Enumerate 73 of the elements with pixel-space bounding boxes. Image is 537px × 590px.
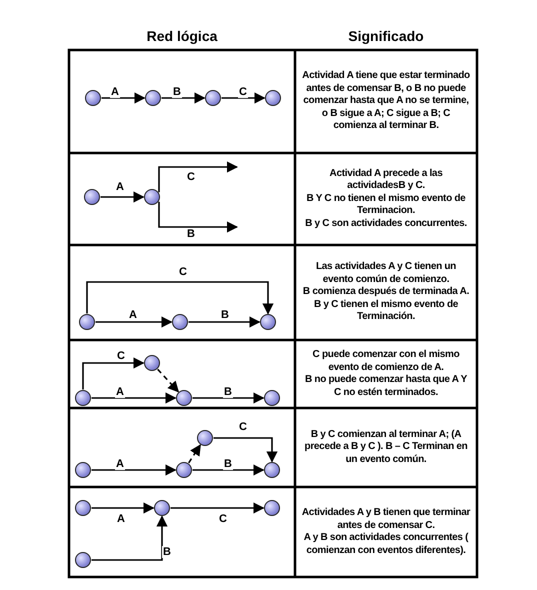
edge-label: A — [110, 86, 120, 98]
edge-label: B — [186, 228, 196, 240]
edge-label: A — [115, 386, 125, 398]
arrow — [188, 316, 261, 328]
edge-label: C — [178, 266, 188, 278]
arrow — [82, 357, 145, 390]
edge-label: C — [218, 513, 228, 525]
description-text: A y B son actividades concurrentes ( comienzan con eventos diferentes). — [302, 532, 470, 557]
arrow — [92, 392, 177, 404]
edge-label: B — [172, 86, 182, 98]
column-header: Red lógica — [146, 28, 218, 44]
arrow — [170, 502, 265, 514]
arrow — [158, 202, 238, 233]
arrow — [162, 92, 206, 104]
event-circle — [204, 90, 220, 106]
event-circle — [74, 462, 90, 478]
edge-label: A — [115, 181, 125, 193]
event-circle — [172, 314, 188, 330]
event-circle — [78, 314, 94, 330]
description-text: B no puede comenzar hasta que A Y C no estén terminados. — [304, 374, 468, 399]
event-circle — [84, 188, 100, 204]
arrow — [188, 444, 201, 464]
arrow — [96, 316, 173, 328]
arrow — [92, 515, 168, 561]
arrow — [214, 437, 278, 463]
arrow — [102, 92, 146, 104]
description-text: Actividad A precede a las actividadesB y C. — [328, 168, 444, 193]
event-circle — [176, 390, 192, 406]
event-circle — [264, 500, 280, 516]
arrow — [100, 191, 145, 203]
edge-label: C — [238, 86, 248, 98]
arrow — [92, 464, 177, 476]
event-circle — [154, 500, 170, 516]
edge-label: B — [223, 386, 233, 398]
edge-label: B — [223, 458, 233, 470]
column-header: Significado — [348, 28, 424, 44]
event-circle — [176, 462, 192, 478]
event-circle — [264, 90, 280, 106]
arrow — [92, 502, 155, 514]
event-circle — [264, 462, 280, 478]
arrow — [158, 161, 238, 192]
edge-label: B — [220, 309, 230, 321]
event-circle — [74, 500, 90, 516]
edge-label: C — [238, 421, 248, 433]
edge-label: C — [116, 350, 126, 362]
description-text: B y C comienzan al terminar A; (A precede a B y C ). B – C Terminan en un evento común. — [304, 428, 468, 466]
event-circle — [260, 314, 276, 330]
arrow — [86, 281, 274, 315]
edge-label: A — [116, 513, 126, 525]
edge-label: A — [128, 309, 138, 321]
description-text: Actividad A tiene que estar terminado antes de comensar B, o B no puede comenzar hasta que A no se termine, o B sigue a A; C sigue a B; C comienza al terminar B. — [301, 70, 471, 133]
event-circle — [196, 430, 212, 446]
edge-label: A — [115, 458, 125, 470]
event-circle — [144, 90, 160, 106]
event-circle — [264, 390, 280, 406]
event-circle — [144, 354, 160, 370]
event-circle — [144, 188, 160, 204]
event-circle — [74, 552, 90, 568]
description-text: B Y C no tienen el mismo evento de Terminacion. — [306, 192, 466, 218]
description-text: B y C son actividades concurrentes. — [305, 218, 467, 230]
description-text: C puede comenzar con el mismo evento de comienzo de A. — [312, 349, 460, 374]
description-text: Actividades A y B tienen que terminar antes de comensar C. — [301, 507, 471, 532]
edge-label: C — [186, 171, 196, 183]
description-text: Las actividades A y C tienen un evento común de comienzo. — [314, 261, 457, 286]
description-text: B comienza después de terminada A. — [302, 286, 470, 299]
edge-label: B — [162, 546, 172, 558]
arrow — [222, 92, 266, 104]
event-circle — [84, 90, 100, 106]
description-text: B y C tienen el mismo evento de Terminación. — [312, 298, 460, 324]
arrow — [192, 392, 265, 404]
arrow — [157, 368, 180, 393]
arrow — [192, 464, 265, 476]
event-circle — [74, 390, 90, 406]
